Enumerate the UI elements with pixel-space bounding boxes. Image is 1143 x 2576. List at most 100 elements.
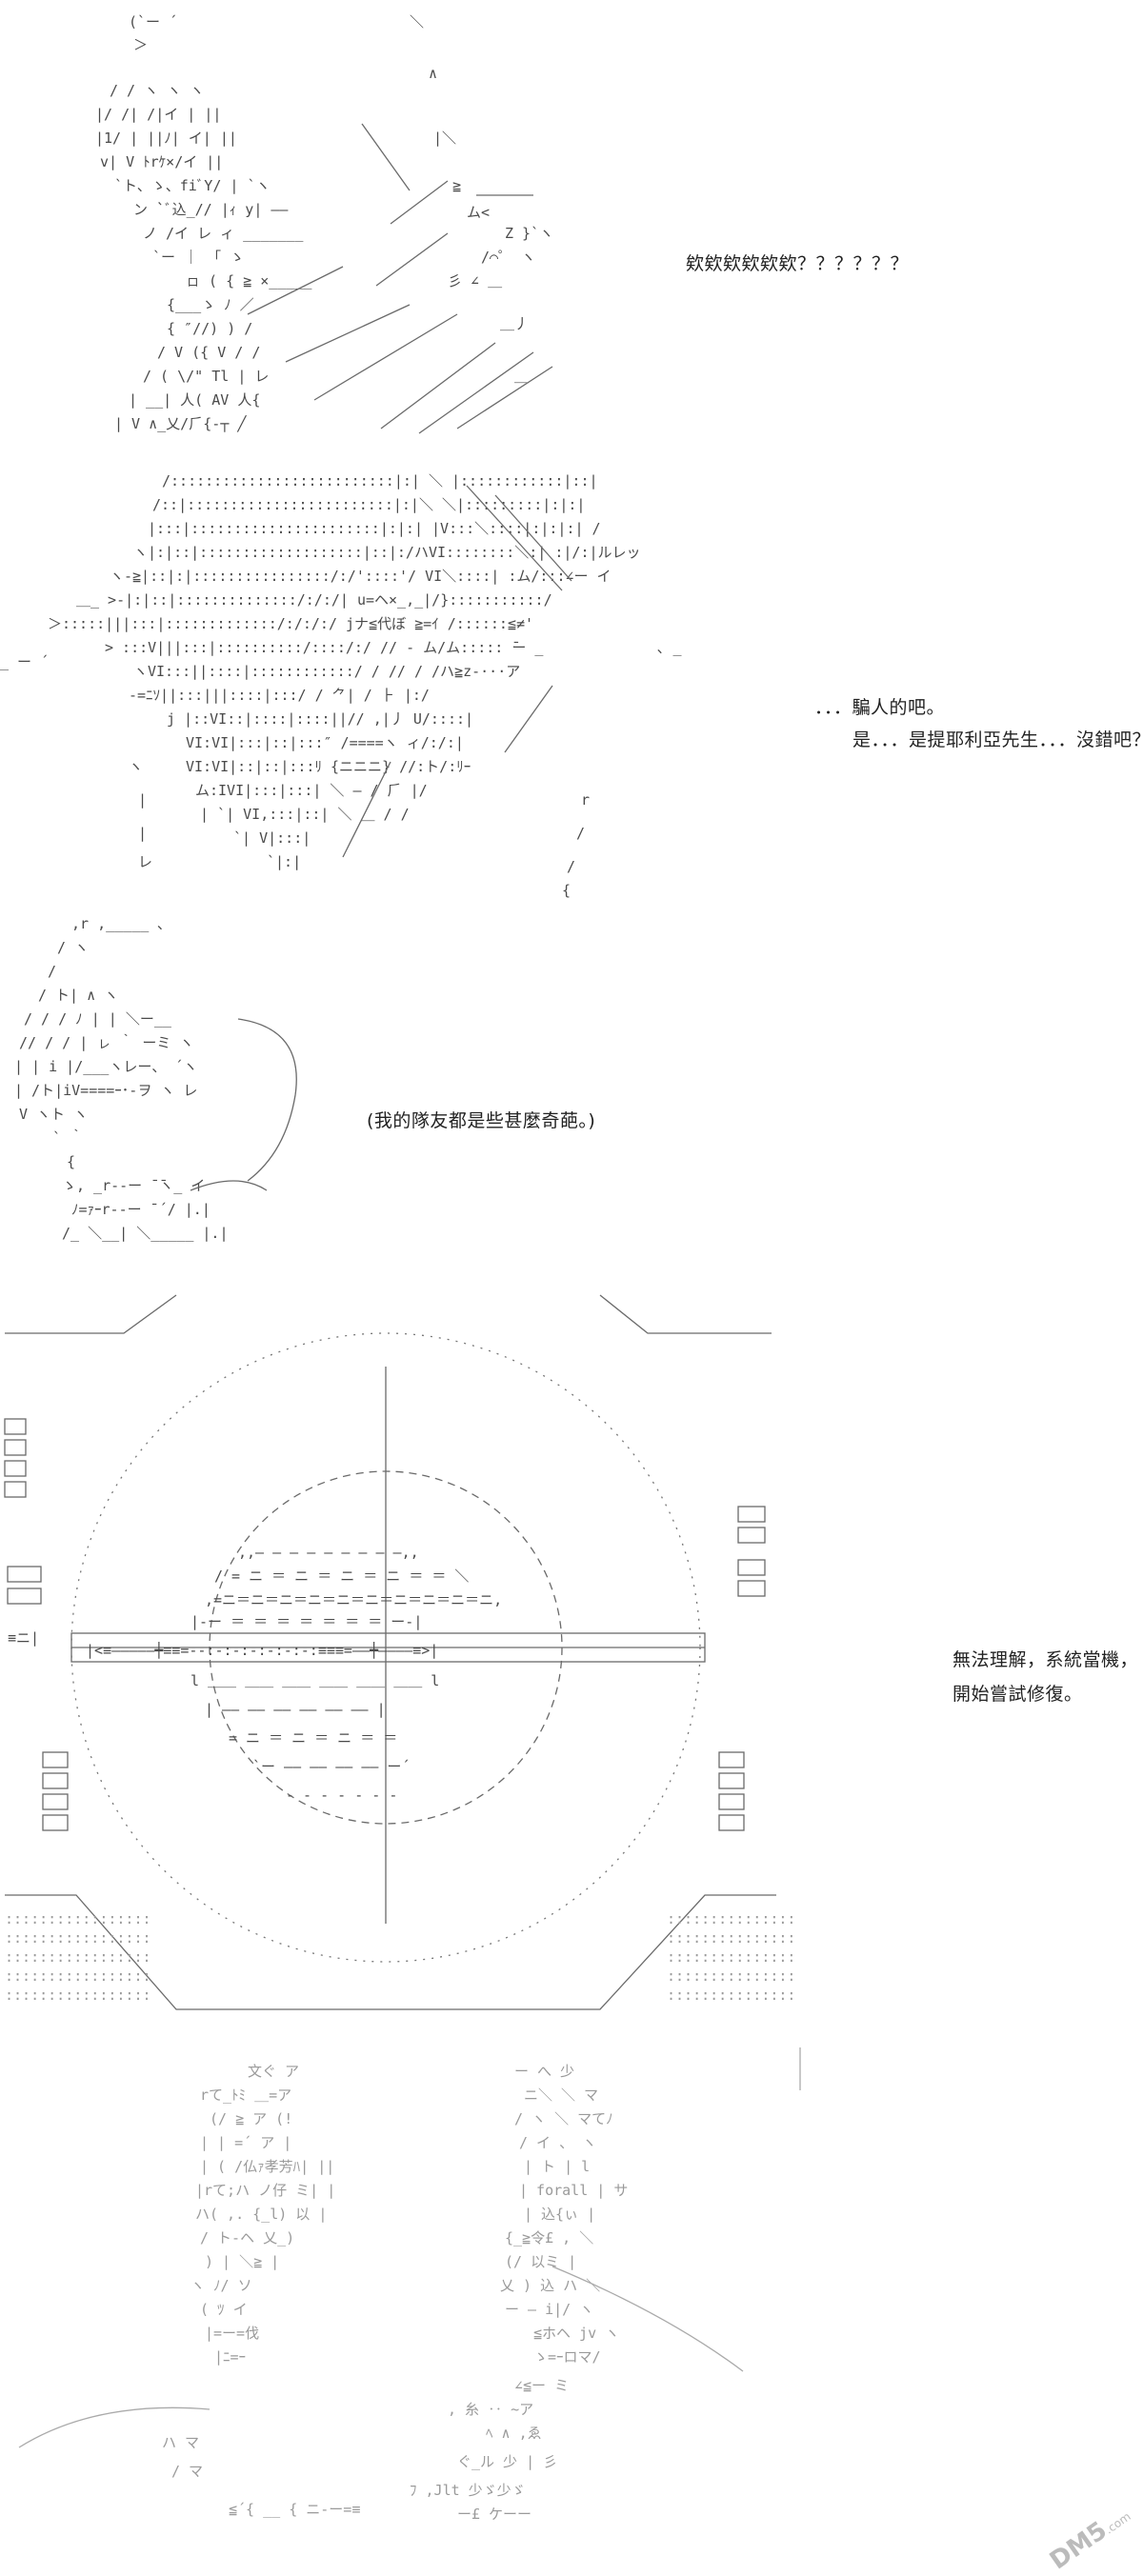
svg-text:{_≧令£ , ＼: {_≧令£ , ＼ <box>505 2229 593 2247</box>
svg-text:≦´{ __ { ニ-ー=≡: ≦´{ __ { ニ-ー=≡ <box>229 2501 360 2518</box>
svg-text:/ ト-ヘ 乂_): / ト-ヘ 乂_) <box>200 2229 294 2247</box>
ascii-art-two-characters: 文ぐ ア rて_ﾄﾐ ＿=ア (/ ≧ ア (! | | =´ ア | | ( … <box>18 2047 801 2523</box>
svg-text:|<≡―――――┿≡≡=--:-:-:-:-:-:-:≡≡≡: |<≡―――――┿≡≡=--:-:-:-:-:-:-:≡≡≡=――┿――――≡>… <box>86 1641 438 1659</box>
svg-text:/: / <box>576 825 585 842</box>
svg-text:`ー ―― ―― ―― ―― ー´: `ー ―― ―― ―― ―― ー´ <box>252 1758 410 1775</box>
svg-text:≡ニ|: ≡ニ| <box>8 1629 39 1647</box>
svg-text:= ニ ＝ ニ ＝ ニ ＝ ＝: = ニ ＝ ニ ＝ ニ ＝ ＝ <box>229 1729 397 1747</box>
svg-text:ゝ=ｰロマ/: ゝ=ｰロマ/ <box>533 2348 601 2366</box>
svg-text:ヽVI:::||::::|::::::::::::/ /: ヽVI:::||::::|::::::::::::/ / // / /ハ≧z-·… <box>133 663 520 680</box>
svg-text:|1/ | ||ﾉ| イ| ||: |1/ | ||ﾉ| イ| || <box>95 130 237 147</box>
frame-top-right <box>599 1294 772 1334</box>
svg-text:| forall | サ: | forall | サ <box>519 2182 628 2199</box>
dialogue-line-2: 開始嘗試修復。 <box>952 1684 1083 1705</box>
svg-text:| /ト|iV====ｰ･-ヲ ヽ レ: | /ト|iV====ｰ･-ヲ ヽ レ <box>14 1082 197 1099</box>
svg-text:| `| VI,:::|::| ＼ ＿ /: | `| VI,:::|::| ＼ ＿ / / <box>200 806 410 823</box>
svg-text:v| V ﾄrｹ×/イ ||: v| V ﾄrｹ×/イ || <box>100 153 223 170</box>
svg-text:|＼: |＼ <box>433 130 456 147</box>
svg-text:∠≦ー ミ: ∠≦ー ミ <box>514 2377 569 2394</box>
svg-text:ゝ, _r--ー ̄ ̄ヽ_ イ: ゝ, _r--ー ̄ ̄ヽ_ イ <box>62 1177 205 1194</box>
svg-text:ﾍ ∧ ,ゑ: ﾍ ∧ ,ゑ <box>486 2425 542 2442</box>
svg-text:,,― ― ― ― ― ― ― ― ―,,: ,,― ― ― ― ― ― ― ― ―,, <box>238 1544 419 1561</box>
svg-text:､ _: ､ _ <box>657 639 683 656</box>
svg-text:ム<: ム< <box>467 204 490 221</box>
svg-text:|:::|::::::::::::::::::::::|:|: |:::|::::::::::::::::::::::|:|:| |V:::＼:… <box>148 520 601 537</box>
svg-text:＼: ＼ <box>410 13 424 30</box>
svg-text:|: | <box>138 825 147 842</box>
svg-text:) | ＼≧ |: ) | ＼≧ | <box>205 2253 279 2270</box>
panel-surprised: (`ー ´ ＼ ＞ ∧ / / ヽ ヽ ヽ |/ /| /|イ | || |1/… <box>0 0 1143 448</box>
svg-text:/ ( \/" Tl | レ: / ( \/" Tl | レ <box>143 368 269 385</box>
svg-text:|ﾆ=ｰ: |ﾆ=ｰ <box>214 2348 246 2366</box>
svg-text:＞: ＞ <box>133 36 148 53</box>
svg-text::::::::::::::::: ::::::::::::::: <box>667 1967 795 1985</box>
svg-text:| V ∧_乂/⺁{-┬ ╱: | V ∧_乂/⺁{-┬ ╱ <box>114 415 247 432</box>
svg-text:rて_ﾄﾐ ＿=ア: rて_ﾄﾐ ＿=ア <box>200 2087 291 2104</box>
svg-text:j |::VI::|::::|::::||// ,|: j |::VI::|::::|::::||// ,|丿 U/::::| <box>167 710 473 728</box>
svg-text:| ト | l: | ト | l <box>524 2158 590 2175</box>
svg-text:`ト、ゝ、fiﾞY/ | `ヽ: `ト、ゝ、fiﾞY/ | `ヽ <box>114 177 270 194</box>
svg-text:ー ― i|/ ヽ: ー ― i|/ ヽ <box>505 2301 593 2318</box>
svg-text::::::::::::::::::: ::::::::::::::::: <box>5 1948 151 1966</box>
svg-text:/ = ニ ＝ ニ ＝ ニ ＝ ニ ＝ ＝ ＼: / = ニ ＝ ニ ＝ ニ ＝ ニ ＝ ＝ ＼ <box>214 1568 469 1585</box>
svg-text:// / / | ㇾ ｀ ーミ ヽ: // / / | ㇾ ｀ ーミ ヽ <box>19 1033 193 1051</box>
svg-text:Z }`ヽ: Z }`ヽ <box>505 225 553 242</box>
dialogue-text: 欸欸欸欸欸欸？？？？？？ <box>686 253 910 274</box>
svg-text:`ー ｜ 「 ゝ: `ー ｜ 「 ゝ <box>152 249 244 266</box>
svg-text:`|:|: `|:| <box>267 853 301 870</box>
svg-text:,r ,_____ ､: ,r ,_____ ､ <box>71 915 165 932</box>
svg-text:r: r <box>581 791 590 809</box>
svg-text:/ ヽ ＼ マてﾉ: / ヽ ＼ マてﾉ <box>514 2110 613 2127</box>
svg-text:/::|::::::::::::::::::::::::|:: /::|::::::::::::::::::::::::|:|＼ ＼|:::::… <box>152 496 585 513</box>
dialogue-text: (我的隊友都是些甚麼奇葩。) <box>367 1110 596 1131</box>
svg-text:(/ 以ミ |: (/ 以ミ | <box>505 2253 576 2270</box>
ascii-art-disbelief-character: /::::::::::::::::::::::::::|:| ＼ |::::::… <box>0 472 683 899</box>
left-gauges: ≡ニ| <box>4 1418 69 1831</box>
svg-text:ニ＼ ＼ マ: ニ＼ ＼ マ <box>524 2087 598 2104</box>
svg-text:|=ー=伐: |=ー=伐 <box>205 2325 259 2342</box>
svg-text:/ マ: / マ <box>171 2463 203 2480</box>
svg-text:, 糸 ‥ ~ア: , 糸 ‥ ~ア <box>448 2401 533 2418</box>
svg-text:- - - - - - -: - - - - - - - <box>286 1787 397 1804</box>
svg-text:ノ /イ レ ィ _______: ノ /イ レ ィ _______ <box>143 225 304 242</box>
svg-text:_ ー ´: _ ー ´ <box>0 653 49 670</box>
svg-text:ヽ ﾉ/ ソ: ヽ ﾉ/ ソ <box>190 2277 252 2294</box>
svg-text:{: { <box>67 1153 75 1170</box>
svg-text:ヽ-≧|::|:|::::::::::::::::/:/':: ヽ-≧|::|:|::::::::::::::::/:/'::::'/ VI＼:… <box>110 568 612 585</box>
svg-text:/_ ＼__| ＼_____ |.|: /_ ＼__| ＼_____ |.| <box>62 1225 229 1242</box>
svg-text:{: { <box>562 882 571 899</box>
svg-text:ハ マ: ハ マ <box>162 2434 199 2451</box>
svg-text::::::::::::::::::: ::::::::::::::::: <box>5 1967 151 1985</box>
svg-text:| 込{ぃ |: | 込{ぃ | <box>524 2206 595 2223</box>
svg-text:|-ー ＝ ＝ ＝ ＝ ＝ ＝ ＝ ー-|: |-ー ＝ ＝ ＝ ＝ ＝ ＝ ＝ ー-| <box>190 1613 422 1630</box>
svg-text:,=ニ＝ニ＝ニ＝ニ＝ニ＝ニ＝ニ＝ニ＝ニ＝ニ,: ,=ニ＝ニ＝ニ＝ニ＝ニ＝ニ＝ニ＝ニ＝ニ＝ニ, <box>205 1591 502 1608</box>
svg-text:ヽ: ヽ <box>129 758 143 775</box>
svg-text:/ / ヽ ヽ ヽ: / / ヽ ヽ ヽ <box>110 82 204 99</box>
svg-text:> :::V|||:::|::::::::::/::::/: > :::V|||:::|::::::::::/::::/:/ // - ム/ム… <box>105 639 544 656</box>
svg-text:VI:VI|:::|::|:::″ /====ヽ: VI:VI|:::|::|:::″ /====ヽ ィ/:/:| <box>186 734 464 751</box>
svg-text:| ( /仏ｧ孝芳ﾊ| ||: | ( /仏ｧ孝芳ﾊ| || <box>200 2158 334 2175</box>
svg-text::::::::::::::::: ::::::::::::::: <box>667 1929 795 1947</box>
svg-text:( ﾂ イ: ( ﾂ イ <box>200 2301 248 2318</box>
svg-text:VI:VI|::|::|:::ﾘ {ニニニ}: VI:VI|::|::|:::ﾘ {ニニニ} //:ト/:ﾘｰ <box>186 758 471 775</box>
svg-text:＞:::::|||:::|:::::::::::::/:/:: ＞:::::|||:::|:::::::::::::/:/:/:/ jナ≦代ぼ … <box>48 615 533 632</box>
svg-text:/: / <box>48 963 56 980</box>
svg-text:l ＿＿ ＿＿ ＿＿ ＿＿ ＿＿ ＿＿ l: l ＿＿ ＿＿ ＿＿ ＿＿ ＿＿ ＿＿ l <box>190 1672 439 1689</box>
panel-disbelief: /::::::::::::::::::::::::::|:| ＼ |::::::… <box>0 448 1143 905</box>
svg-text:ぐ_ル 少 | 彡: ぐ_ル 少 | 彡 <box>457 2453 557 2470</box>
svg-text:ﾌ ,Jlt 少ゞ少ゞ: ﾌ ,Jlt 少ゞ少ゞ <box>410 2482 526 2499</box>
svg-text:|: | <box>138 791 147 809</box>
svg-text:ー へ 少: ー へ 少 <box>514 2063 574 2080</box>
svg-text:|/ /| /|イ | ||: |/ /| /|イ | || <box>95 106 221 123</box>
panel-recognition: 文ぐ ア rて_ﾄﾐ ＿=ア (/ ≧ ア (! | | =´ ア | | ( … <box>0 729 1143 2575</box>
svg-text::::::::::::::::::: ::::::::::::::::: <box>5 1929 151 1947</box>
svg-text:/::::::::::::::::::::::::::|:|: /::::::::::::::::::::::::::|:| ＼ |::::::… <box>162 472 598 489</box>
dialogue-text: ．．．騙人的吧。 <box>814 697 946 718</box>
ascii-art-surprised-character: (`ー ´ ＼ ＞ ∧ / / ヽ ヽ ヽ |/ /| /|イ | || |1/… <box>95 13 553 434</box>
svg-text:＿丿: ＿丿 <box>500 315 529 332</box>
svg-text:{ ″//) ) /: { ″//) ) / <box>167 320 252 337</box>
svg-text::::::::::::::::: ::::::::::::::: <box>667 1910 795 1927</box>
svg-text:＿_ >-|:|::|::::::::::::::/:/:: ＿_ >-|:|::|::::::::::::::/:/:/| u=ヘ×_,_|… <box>76 591 552 609</box>
svg-text:| | i |/___ヽレー、 ´ヽ: | | i |/___ヽレー、 ´ヽ <box>14 1058 197 1075</box>
svg-text:彡 ∠ ＿: 彡 ∠ ＿ <box>448 272 502 290</box>
